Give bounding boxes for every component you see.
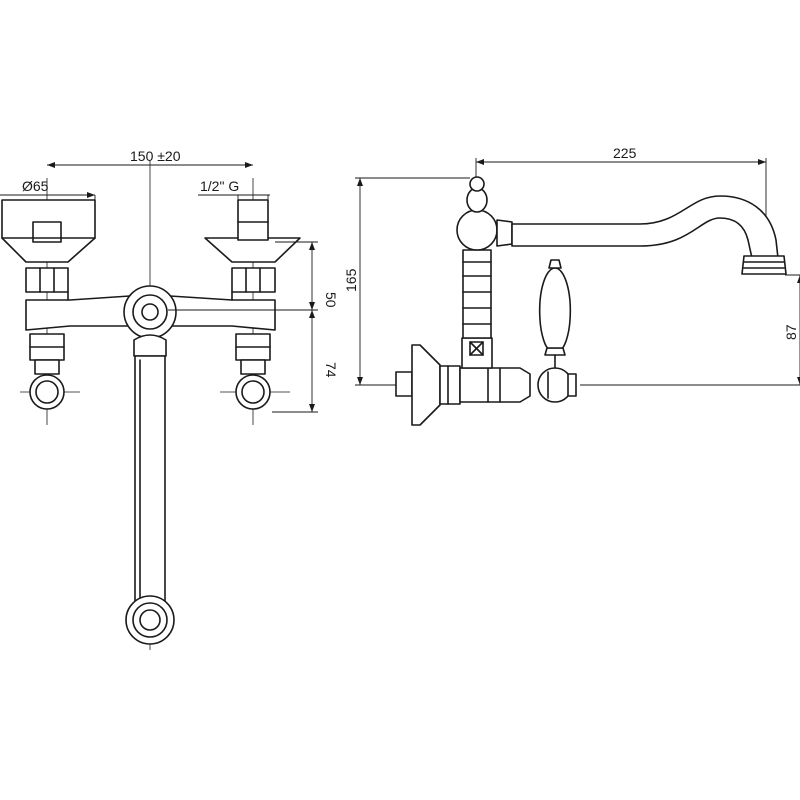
thread-label: 1/2" G [200,178,239,194]
front-view: 150 ±20 Ø65 1/2" G [0,148,339,650]
flange-diameter-label: Ø65 [22,178,49,194]
height-dimensions: 50 74 [168,241,339,413]
side-view: 225 165 87 [343,145,800,426]
flange-diameter-dimension: Ø65 [0,178,96,200]
left-valve-body [1,199,96,410]
crossbar [25,285,276,339]
spout-arm [496,195,787,275]
height-50-label: 50 [323,292,339,308]
wall-flange [395,344,461,426]
valve-horizontal-body [459,367,577,403]
vertical-column [456,176,498,369]
spout-height-label: 87 [783,324,799,340]
overall-height-dimension: 165 [343,177,470,386]
center-distance-dimension: 150 ±20 [47,148,253,168]
spout-reach-label: 225 [613,145,637,161]
spout-pipe [125,334,175,645]
spout-height-dimension: 87 [580,274,800,386]
center-distance-label: 150 ±20 [130,148,181,164]
lever-handle [538,259,572,369]
overall-height-label: 165 [343,268,359,292]
right-valve-body [204,199,301,410]
height-74-label: 74 [323,362,339,378]
